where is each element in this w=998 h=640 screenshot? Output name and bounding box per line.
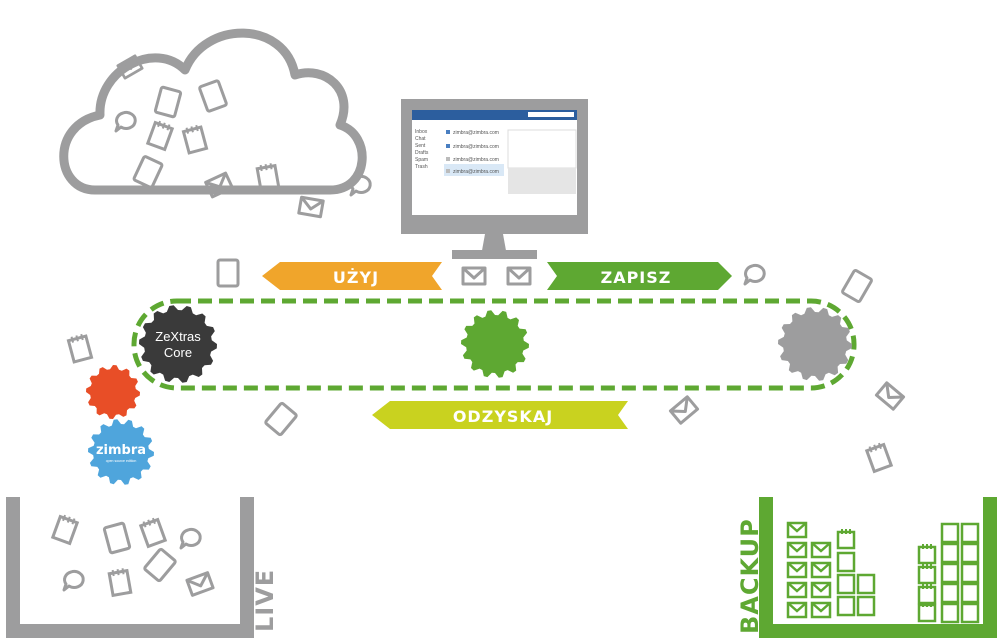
svg-text:Sent: Sent <box>415 143 426 149</box>
svg-text:LIVE: LIVE <box>251 569 279 632</box>
monitor: Inbox Chat Sent Drafts Spam Trash zimbra… <box>401 99 588 259</box>
live-bin-items <box>51 512 215 597</box>
svg-text:Inbox: Inbox <box>415 129 428 135</box>
svg-text:ZeXtras: ZeXtras <box>155 329 201 344</box>
chat-icon <box>743 263 766 286</box>
svg-text:Spam: Spam <box>415 157 428 163</box>
document-icon <box>263 401 299 437</box>
envelope-icon <box>668 395 700 425</box>
gear-shape <box>778 307 852 381</box>
svg-text:UŻYJ: UŻYJ <box>333 268 379 287</box>
gear-shape <box>88 419 154 485</box>
live-bin: LIVE <box>6 497 279 638</box>
svg-text:zimbra@zimbra.com: zimbra@zimbra.com <box>453 169 499 175</box>
monitor-folders: Inbox Chat Sent Drafts Spam Trash <box>415 129 429 170</box>
gear-red <box>86 365 140 419</box>
note-icon <box>66 331 94 364</box>
gear-zextras-core: ZeXtras Core <box>139 305 217 383</box>
gear-shape <box>86 365 140 419</box>
conveyor-belt <box>131 298 857 391</box>
gear-shape <box>139 305 217 383</box>
svg-text:Drafts: Drafts <box>415 150 429 156</box>
document-icon <box>216 258 240 288</box>
svg-text:BACKUP: BACKUP <box>736 518 764 634</box>
svg-text:zimbra@zimbra.com: zimbra@zimbra.com <box>453 130 499 136</box>
backup-bin-items <box>786 521 980 624</box>
svg-text:ZAPISZ: ZAPISZ <box>601 268 672 287</box>
svg-text:Trash: Trash <box>415 164 428 170</box>
save-arrow: ZAPISZ <box>547 262 732 290</box>
svg-text:open source edition: open source edition <box>106 459 137 463</box>
envelope-icon <box>506 266 532 286</box>
cloud-icon <box>59 28 367 195</box>
gear-zimbra: zimbra open source edition <box>88 419 154 485</box>
envelope-icon <box>874 381 906 411</box>
monitor-mail-list: zimbra@zimbra.com zimbra@zimbra.com zimb… <box>446 130 499 175</box>
gear-green <box>461 310 529 378</box>
gear-gray <box>778 307 852 381</box>
document-icon <box>840 268 874 304</box>
backup-bin: BACKUP <box>736 497 997 638</box>
svg-text:zimbra@zimbra.com: zimbra@zimbra.com <box>453 157 499 163</box>
svg-text:Chat: Chat <box>415 136 426 142</box>
svg-text:ODZYSKAJ: ODZYSKAJ <box>453 407 553 426</box>
svg-text:Core: Core <box>164 345 192 360</box>
svg-text:zimbra: zimbra <box>96 443 146 458</box>
svg-text:zimbra@zimbra.com: zimbra@zimbra.com <box>453 144 499 150</box>
note-icon <box>864 440 893 473</box>
recover-arrow: ODZYSKAJ <box>372 401 628 429</box>
use-arrow: UŻYJ <box>262 262 442 290</box>
envelope-icon <box>461 266 487 286</box>
gear-shape <box>461 310 529 378</box>
